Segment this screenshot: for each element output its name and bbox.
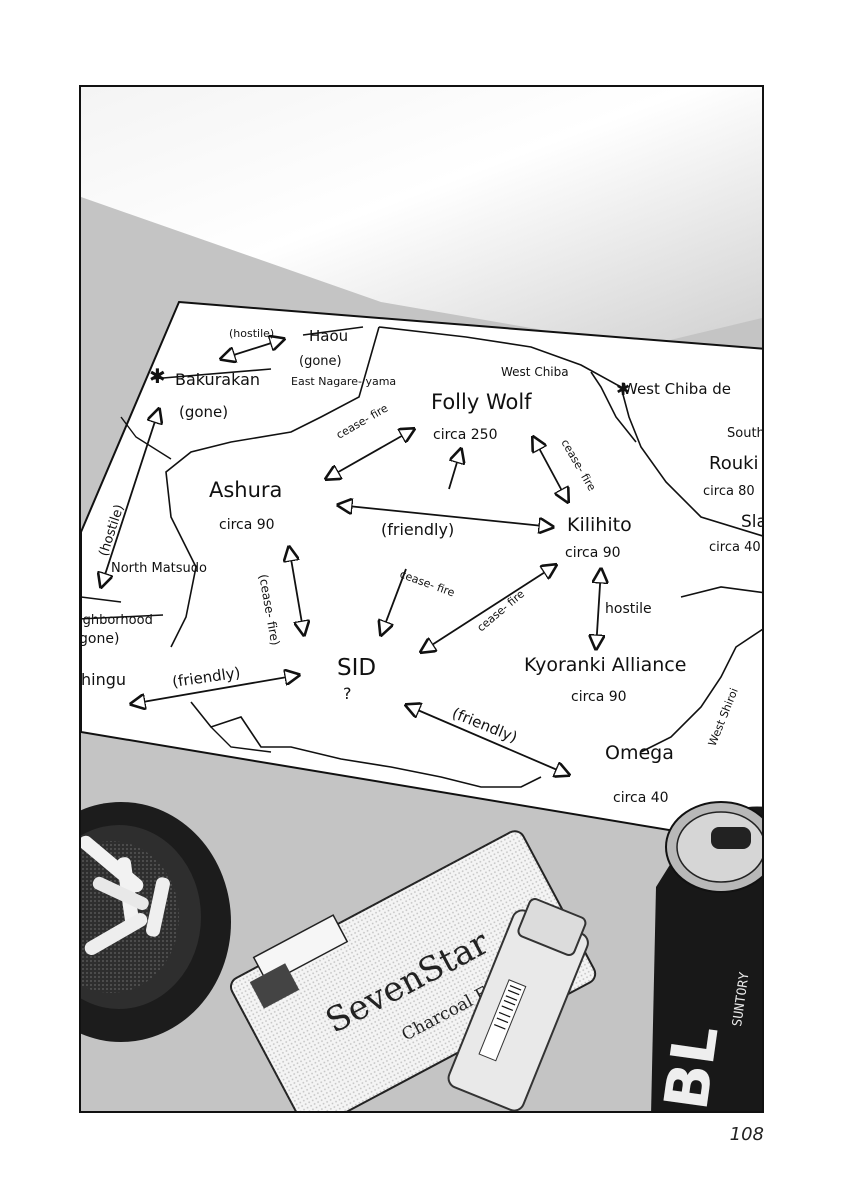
- relation-label: hostile: [605, 601, 652, 617]
- cigarette-pack: SevenStar Charcoal Filter: [230, 830, 597, 1111]
- area-hingu: hingu: [81, 670, 126, 689]
- territory-sid-size: ?: [343, 684, 352, 703]
- can-big-text: BL: [652, 1021, 733, 1113]
- neighborhood-status: gone): [81, 631, 119, 647]
- territory-ashura: Ashura: [209, 478, 282, 502]
- territory-folly-wolf-size: circa 250: [433, 427, 497, 443]
- bakurakan-status: (gone): [179, 403, 228, 421]
- asterisk-mark: ✱: [149, 364, 166, 388]
- area-south: South: [727, 426, 764, 441]
- territory-kyoranki: Kyoranki Alliance: [524, 654, 686, 676]
- scene-illustration: Haou (gone) Bakurakan ✱ (gone) ighborhoo…: [81, 87, 764, 1113]
- territory-rouki: Rouki: [709, 453, 759, 474]
- relation-label: (hostile): [229, 327, 274, 340]
- territory-omega-size: circa 40: [613, 790, 669, 806]
- area-east-nagareyama: East Nagare- yama: [291, 375, 396, 388]
- crossed-haou: Haou: [309, 327, 348, 345]
- ashtray: [81, 802, 231, 1042]
- territory-kyoranki-size: circa 90: [571, 689, 627, 705]
- area-west-chiba-de: West Chiba de: [623, 380, 731, 398]
- territory-kilihito: Kilihito: [567, 514, 632, 536]
- relation-label: (friendly): [381, 520, 454, 539]
- lighter: [447, 898, 589, 1111]
- territory-map: Haou (gone) Bakurakan ✱ (gone) ighborhoo…: [81, 300, 764, 834]
- asterisk-mark-2: ✱: [616, 380, 630, 400]
- territory-sid: SID: [337, 655, 376, 681]
- page-number: 108: [729, 1124, 764, 1145]
- haou-status: (gone): [299, 354, 342, 369]
- manga-panel: Haou (gone) Bakurakan ✱ (gone) ighborhoo…: [79, 85, 764, 1113]
- area-north-matsudo: North Matsudo: [111, 561, 207, 576]
- drink-can: SUNTORY BL: [651, 801, 762, 1113]
- territory-ashura-size: circa 90: [219, 517, 275, 533]
- flag-icon: [249, 963, 300, 1009]
- territory-omega: Omega: [605, 742, 674, 764]
- territory-folly-wolf: Folly Wolf: [431, 390, 532, 414]
- territory-sla: Sla: [741, 512, 764, 532]
- territory-sla-size: circa 40: [709, 540, 761, 555]
- area-west-chiba: West Chiba: [501, 365, 569, 379]
- light-wash: [81, 87, 762, 347]
- territory-rouki-size: circa 80: [703, 484, 755, 499]
- territory-kilihito-size: circa 90: [565, 545, 621, 561]
